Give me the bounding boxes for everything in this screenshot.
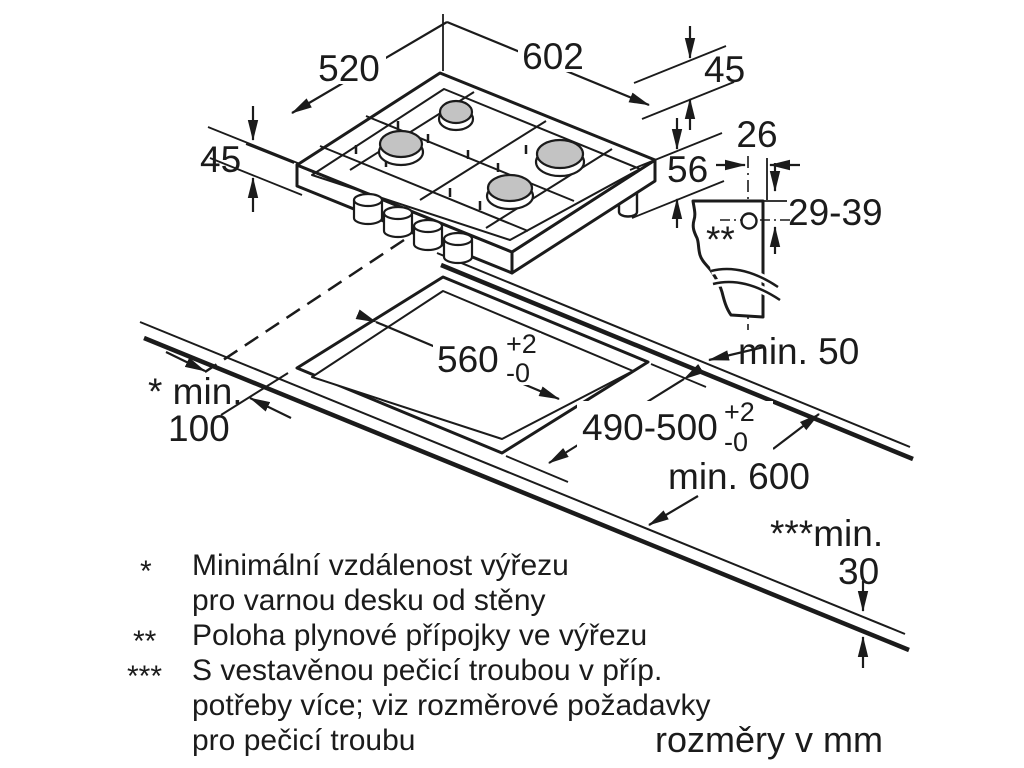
footnote-3-line2: potřeby více; viz rozměrové požadavky: [192, 689, 711, 722]
dim-min30-label1: ***min.: [770, 513, 883, 554]
dim-26-label: 26: [736, 114, 777, 155]
break-line-1: [710, 267, 779, 289]
gas-inlet-point: [740, 212, 758, 230]
worktop-front-edge-thick: [143, 335, 910, 653]
dim-45r-label: 45: [704, 49, 745, 90]
burner-front: [485, 173, 535, 211]
dim-560-label: 560 +2 -0: [433, 329, 541, 388]
footnote-1-marker: *: [140, 555, 152, 588]
dim-45l-label: 45: [200, 139, 241, 180]
worktop-lines: [139, 238, 914, 653]
svg-text:-0: -0: [724, 427, 748, 457]
projection-dashed-line: [204, 238, 405, 374]
svg-text:+2: +2: [724, 397, 755, 427]
footnote-3-line3: pro pečicí troubu: [192, 724, 415, 757]
dim-56-label: 56: [667, 149, 708, 190]
hob-top: [295, 71, 657, 254]
footnote-1-line1: Minimální vzdálenost výřezu: [192, 549, 569, 582]
cutout-dimensions: [165, 309, 869, 668]
dim-min50-arrow: [708, 345, 765, 362]
footnote-2-line1: Poloha plynové přípojky ve výřezu: [192, 619, 647, 652]
dim-min100-label2: 100: [168, 408, 230, 449]
worktop-rear-edge-thick: [440, 262, 914, 462]
dim-602-label: 602: [522, 36, 584, 77]
hob: [295, 71, 657, 275]
burner-right: [534, 138, 586, 178]
dim-min100-dn: [249, 397, 292, 419]
hob-dimensions: [207, 14, 735, 228]
footnote-1-line2: pro varnou desku od stěny: [192, 584, 546, 617]
worktop-front-edge-thin: [139, 321, 906, 635]
break-line-2: [712, 280, 781, 302]
dim-min50-label: min. 50: [738, 331, 859, 372]
dim-min600-label: min. 600: [668, 456, 810, 497]
footnote-3-line1: S vestavěnou pečicí troubou v příp.: [192, 654, 662, 687]
dim-520-label: 520: [318, 48, 380, 89]
burner-rear: [437, 99, 475, 132]
gas-connection-detail: [691, 156, 800, 330]
ext-left: [245, 143, 295, 164]
footnote-2-marker: **: [133, 625, 157, 658]
footnote-3-marker: ***: [127, 660, 162, 693]
label-bg-520: [314, 50, 386, 84]
dim-min600-up: [772, 413, 820, 450]
worktop-rear-edge-thin: [436, 252, 911, 448]
dim-2939-label: 29-39: [788, 192, 883, 233]
burner-left: [377, 129, 425, 167]
units-note: rozměry v mm: [655, 719, 883, 760]
control-knobs: [352, 192, 474, 265]
legend: * Minimální vzdálenost výřezu pro varnou…: [127, 549, 883, 760]
dim-490-label: 490-500 +2 -0: [577, 397, 773, 457]
dim-min100-label1: * min.: [148, 371, 243, 412]
label-bg-602: [518, 38, 590, 72]
dim-min100-up: [165, 351, 206, 372]
gas-marker-label: **: [706, 219, 735, 260]
svg-text:560: 560: [437, 339, 499, 380]
svg-text:+2: +2: [506, 329, 537, 359]
dim-min30-label2: 30: [838, 551, 879, 592]
dim-min600-dn: [648, 495, 699, 526]
svg-text:-0: -0: [506, 358, 530, 388]
svg-text:490-500: 490-500: [582, 407, 718, 448]
